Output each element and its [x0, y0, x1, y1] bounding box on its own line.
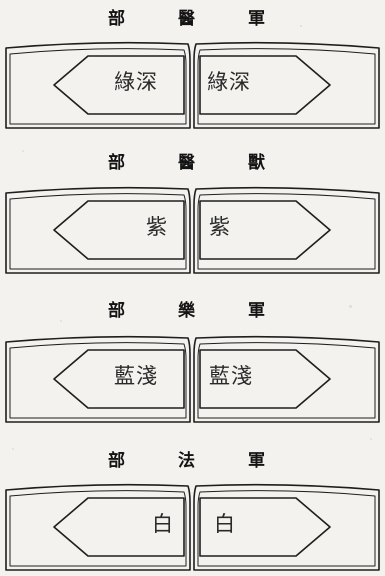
- heading-char: 軍: [248, 451, 265, 471]
- collar-patch-outline: [5, 41, 380, 129]
- heading-char: 部: [108, 9, 125, 29]
- heading-char: 軍: [248, 9, 265, 29]
- collar-left-label: 白: [152, 512, 174, 536]
- heading-char: 醫: [178, 9, 195, 29]
- collar-patch-outline: [5, 335, 380, 423]
- collar-left-label: 綠深: [114, 70, 158, 94]
- collar-patch-diagram: 藍淺 藍淺: [4, 332, 381, 424]
- heading-char: 軍: [248, 301, 265, 321]
- collar-right-label: 綠深: [207, 70, 251, 94]
- heading-char: 法: [178, 451, 195, 471]
- collar-left-label: 紫: [146, 215, 168, 239]
- section-heading: 部 醫 獸: [0, 152, 385, 178]
- collar-right-label: 白: [214, 512, 236, 536]
- section-heading: 部 醫 軍: [0, 8, 385, 34]
- paper-speck: [370, 438, 372, 440]
- collar-patch-outline: [5, 483, 380, 571]
- collar-right-label: 藍淺: [209, 364, 253, 388]
- heading-char: 醫: [178, 153, 195, 173]
- collar-left-label: 藍淺: [114, 364, 158, 388]
- section-heading: 部 樂 軍: [0, 300, 385, 326]
- collar-patch-outline: [5, 186, 380, 274]
- paper-speck: [22, 150, 24, 152]
- heading-char: 樂: [178, 301, 195, 321]
- collar-patch-diagram: 白 白: [4, 480, 381, 572]
- heading-char: 部: [108, 451, 125, 471]
- paper-speck: [300, 25, 302, 27]
- collar-patch-diagram: 紫 紫: [4, 183, 381, 275]
- paper-speck: [349, 305, 352, 308]
- heading-char: 獸: [248, 153, 265, 173]
- heading-char: 部: [108, 153, 125, 173]
- section-heading: 部 法 軍: [0, 450, 385, 476]
- paper-speck: [60, 320, 62, 322]
- collar-right-label: 紫: [209, 215, 231, 239]
- collar-patch-diagram: 綠深 綠深: [4, 38, 381, 130]
- paper-speck: [12, 448, 14, 450]
- heading-char: 部: [108, 301, 125, 321]
